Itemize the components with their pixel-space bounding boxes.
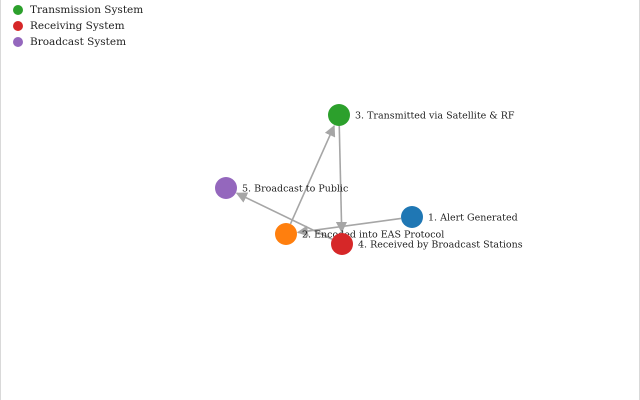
legend-label-broadcast: Broadcast System (30, 36, 127, 48)
node-4: 4. Received by Broadcast Stations (331, 233, 523, 255)
node-5-circle (215, 177, 237, 199)
node-3-circle (328, 104, 350, 126)
edge-layer (235, 124, 402, 240)
node-1-circle (401, 206, 423, 228)
legend-swatch-receiving (13, 21, 23, 31)
node-layer: 1. Alert Generated 2. Encoded into EAS Pr… (215, 104, 523, 255)
node-5: 5. Broadcast to Public (215, 177, 348, 199)
edge-n2-to-n3 (289, 124, 336, 225)
legend-item-receiving: Receiving System (13, 18, 143, 34)
legend: Transmission System Receiving System Bro… (13, 2, 143, 50)
node-2: 2. Encoded into EAS Protocol (275, 223, 444, 245)
node-2-circle (275, 223, 297, 245)
legend-swatch-transmission (13, 5, 23, 15)
node-1-label: 1. Alert Generated (428, 213, 518, 224)
legend-label-receiving: Receiving System (30, 20, 125, 32)
node-3-label: 3. Transmitted via Satellite & RF (355, 111, 515, 122)
legend-label-transmission: Transmission System (30, 4, 144, 16)
edge-n3-to-n4 (335, 125, 348, 234)
node-4-circle (331, 233, 353, 255)
node-5-label: 5. Broadcast to Public (242, 184, 348, 195)
node-2-label: 2. Encoded into EAS Protocol (302, 230, 444, 241)
legend-item-broadcast: Broadcast System (13, 34, 143, 50)
edge-n4-to-n5 (235, 192, 333, 240)
node-1: 1. Alert Generated (401, 206, 518, 228)
node-4-label: 4. Received by Broadcast Stations (358, 240, 523, 251)
edge-n1-to-n2 (296, 217, 402, 237)
node-3: 3. Transmitted via Satellite & RF (328, 104, 515, 126)
legend-swatch-broadcast (13, 37, 23, 47)
legend-item-transmission: Transmission System (13, 2, 143, 18)
